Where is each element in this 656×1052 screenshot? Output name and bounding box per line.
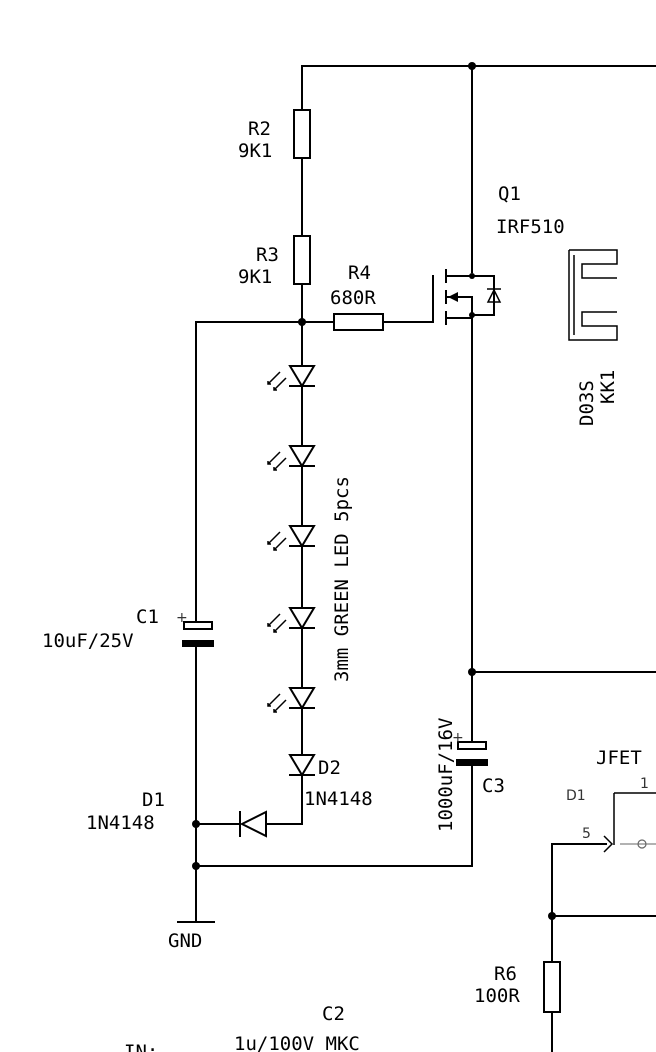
resistor-r2: R2 9K1 [238, 109, 311, 162]
c3-polarity: + [452, 730, 464, 746]
led-5 [267, 687, 316, 713]
led-chain: 3mm GREEN LED 5pcs [267, 365, 353, 713]
resistor-r6: R6 100R [474, 961, 561, 1013]
d2-ref: D2 [318, 757, 341, 779]
junction-dots [192, 62, 556, 920]
diode-d1: D1 1N4148 [86, 789, 267, 838]
capacitor-c2-labels: C2 1u/100V MKC [234, 1003, 360, 1052]
d1-ref: D1 [142, 789, 165, 811]
c1-ref: C1 [136, 606, 159, 628]
led-note: 3mm GREEN LED 5pcs [331, 476, 353, 682]
q1-ref: Q1 [498, 183, 521, 205]
ground-symbol: GND [168, 921, 215, 952]
mosfet-q1: Q1 IRF510 [432, 183, 565, 325]
jfet-pin1: 1 [640, 776, 649, 792]
gnd-label: GND [168, 930, 202, 952]
led-1 [267, 365, 316, 391]
r6-ref: R6 [494, 963, 517, 985]
jfet-pin5: 5 [582, 826, 591, 842]
r3-value: 9K1 [238, 266, 272, 288]
wires [195, 65, 656, 1052]
input-label: IN: [124, 1041, 158, 1052]
d1-part: 1N4148 [86, 812, 155, 834]
c2-value: 1u/100V MKC [234, 1033, 360, 1052]
jfet-symbol: JFET 1 D1 5 [566, 747, 656, 853]
c1-value: 10uF/25V [42, 630, 134, 652]
heatsink-ref: KK1 [597, 370, 619, 404]
r4-value: 680R [330, 287, 376, 309]
led-4 [267, 607, 316, 633]
jfet-ref: JFET [596, 747, 642, 769]
r2-ref: R2 [248, 118, 271, 140]
jfet-pin-label: D1 [566, 788, 586, 804]
resistor-r4: R4 680R [330, 262, 384, 331]
led-2 [267, 445, 316, 471]
r4-ref: R4 [348, 262, 371, 284]
q1-part: IRF510 [496, 216, 565, 238]
r6-value: 100R [474, 985, 520, 1007]
c3-value: 1000uF/16V [435, 718, 457, 832]
c1-polarity: + [176, 610, 188, 626]
resistor-r3: R3 9K1 [238, 235, 311, 288]
led-3 [267, 525, 316, 551]
d2-part: 1N4148 [304, 788, 373, 810]
diode-d2: D2 1N4148 [288, 754, 373, 810]
capacitor-c3: + C3 1000uF/16V [435, 718, 505, 832]
heatsink-part: D03S [576, 380, 598, 426]
c2-ref: C2 [322, 1003, 345, 1025]
heatsink-kk1: D03S KK1 [568, 249, 619, 426]
r3-ref: R3 [256, 244, 279, 266]
c3-ref: C3 [482, 775, 505, 797]
r2-value: 9K1 [238, 140, 272, 162]
capacitor-c1: + C1 10uF/25V [42, 606, 214, 652]
